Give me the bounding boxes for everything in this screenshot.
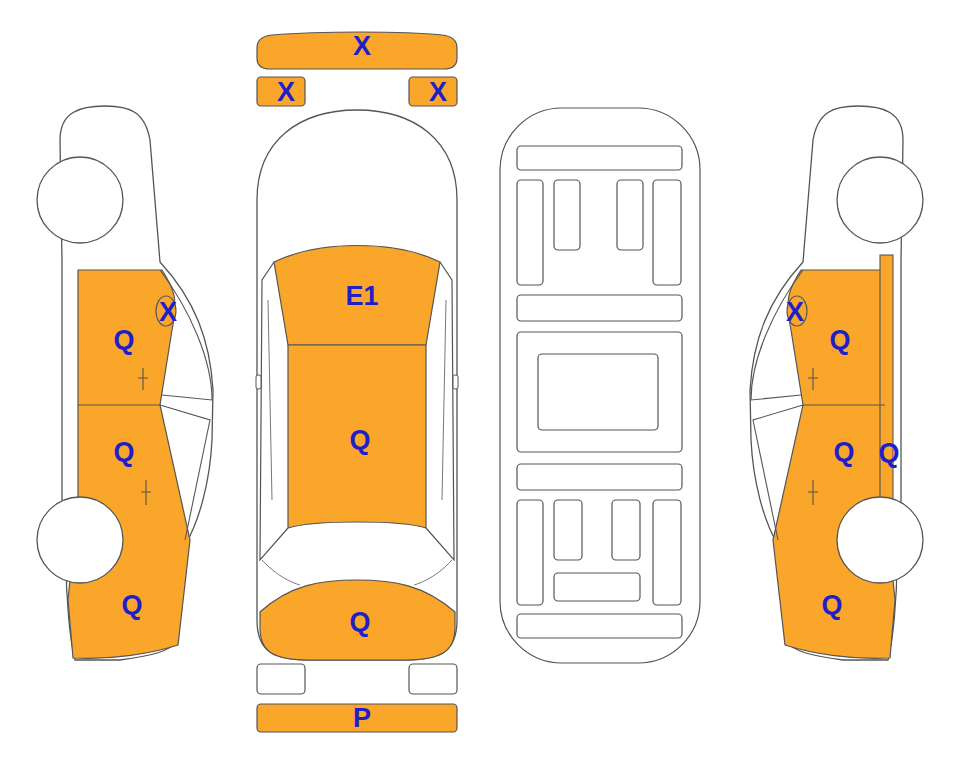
- side-view: [37, 106, 213, 660]
- damage-panel: P: [351, 703, 373, 733]
- damage-code: X: [429, 77, 447, 107]
- damage-panel: Q: [111, 437, 136, 467]
- damage-panel: Q: [347, 607, 372, 637]
- front-light: [257, 77, 305, 106]
- damage-code: Q: [349, 607, 370, 637]
- damage-panel: Q: [827, 325, 852, 355]
- damage-code: X: [353, 31, 371, 61]
- damage-panel: Q: [347, 425, 372, 455]
- damage-panel: Q: [876, 438, 901, 468]
- damage-code: Q: [113, 325, 134, 355]
- rear-bumper: [257, 704, 457, 732]
- damage-panel: X: [784, 297, 806, 327]
- damage-panel: X: [275, 77, 297, 107]
- rear-light: [409, 664, 457, 694]
- damage-panel: Q: [111, 325, 136, 355]
- damage-code: E1: [345, 281, 378, 311]
- damage-code: Q: [829, 325, 850, 355]
- side-view: [750, 106, 923, 660]
- damage-panel: Q: [119, 590, 144, 620]
- damage-panel: Q: [831, 437, 856, 467]
- underside-view: [500, 108, 700, 663]
- front-light: [409, 77, 457, 106]
- damage-code: Q: [821, 590, 842, 620]
- damage-code: Q: [878, 438, 899, 468]
- damage-code: Q: [833, 437, 854, 467]
- front-bumper: [257, 32, 457, 69]
- damage-code: X: [159, 297, 177, 327]
- damage-panel: X: [351, 31, 373, 61]
- damage-code: P: [353, 703, 371, 733]
- damage-code: X: [277, 77, 295, 107]
- damage-panel: E1: [343, 281, 380, 311]
- rear-light: [257, 664, 305, 694]
- damage-code: X: [786, 297, 804, 327]
- damage-panel: X: [427, 77, 449, 107]
- top-view: [256, 110, 458, 660]
- damage-code: Q: [121, 590, 142, 620]
- damage-code: Q: [349, 425, 370, 455]
- damage-code: Q: [113, 437, 134, 467]
- damage-panel: X: [157, 297, 179, 327]
- damage-panel: Q: [819, 590, 844, 620]
